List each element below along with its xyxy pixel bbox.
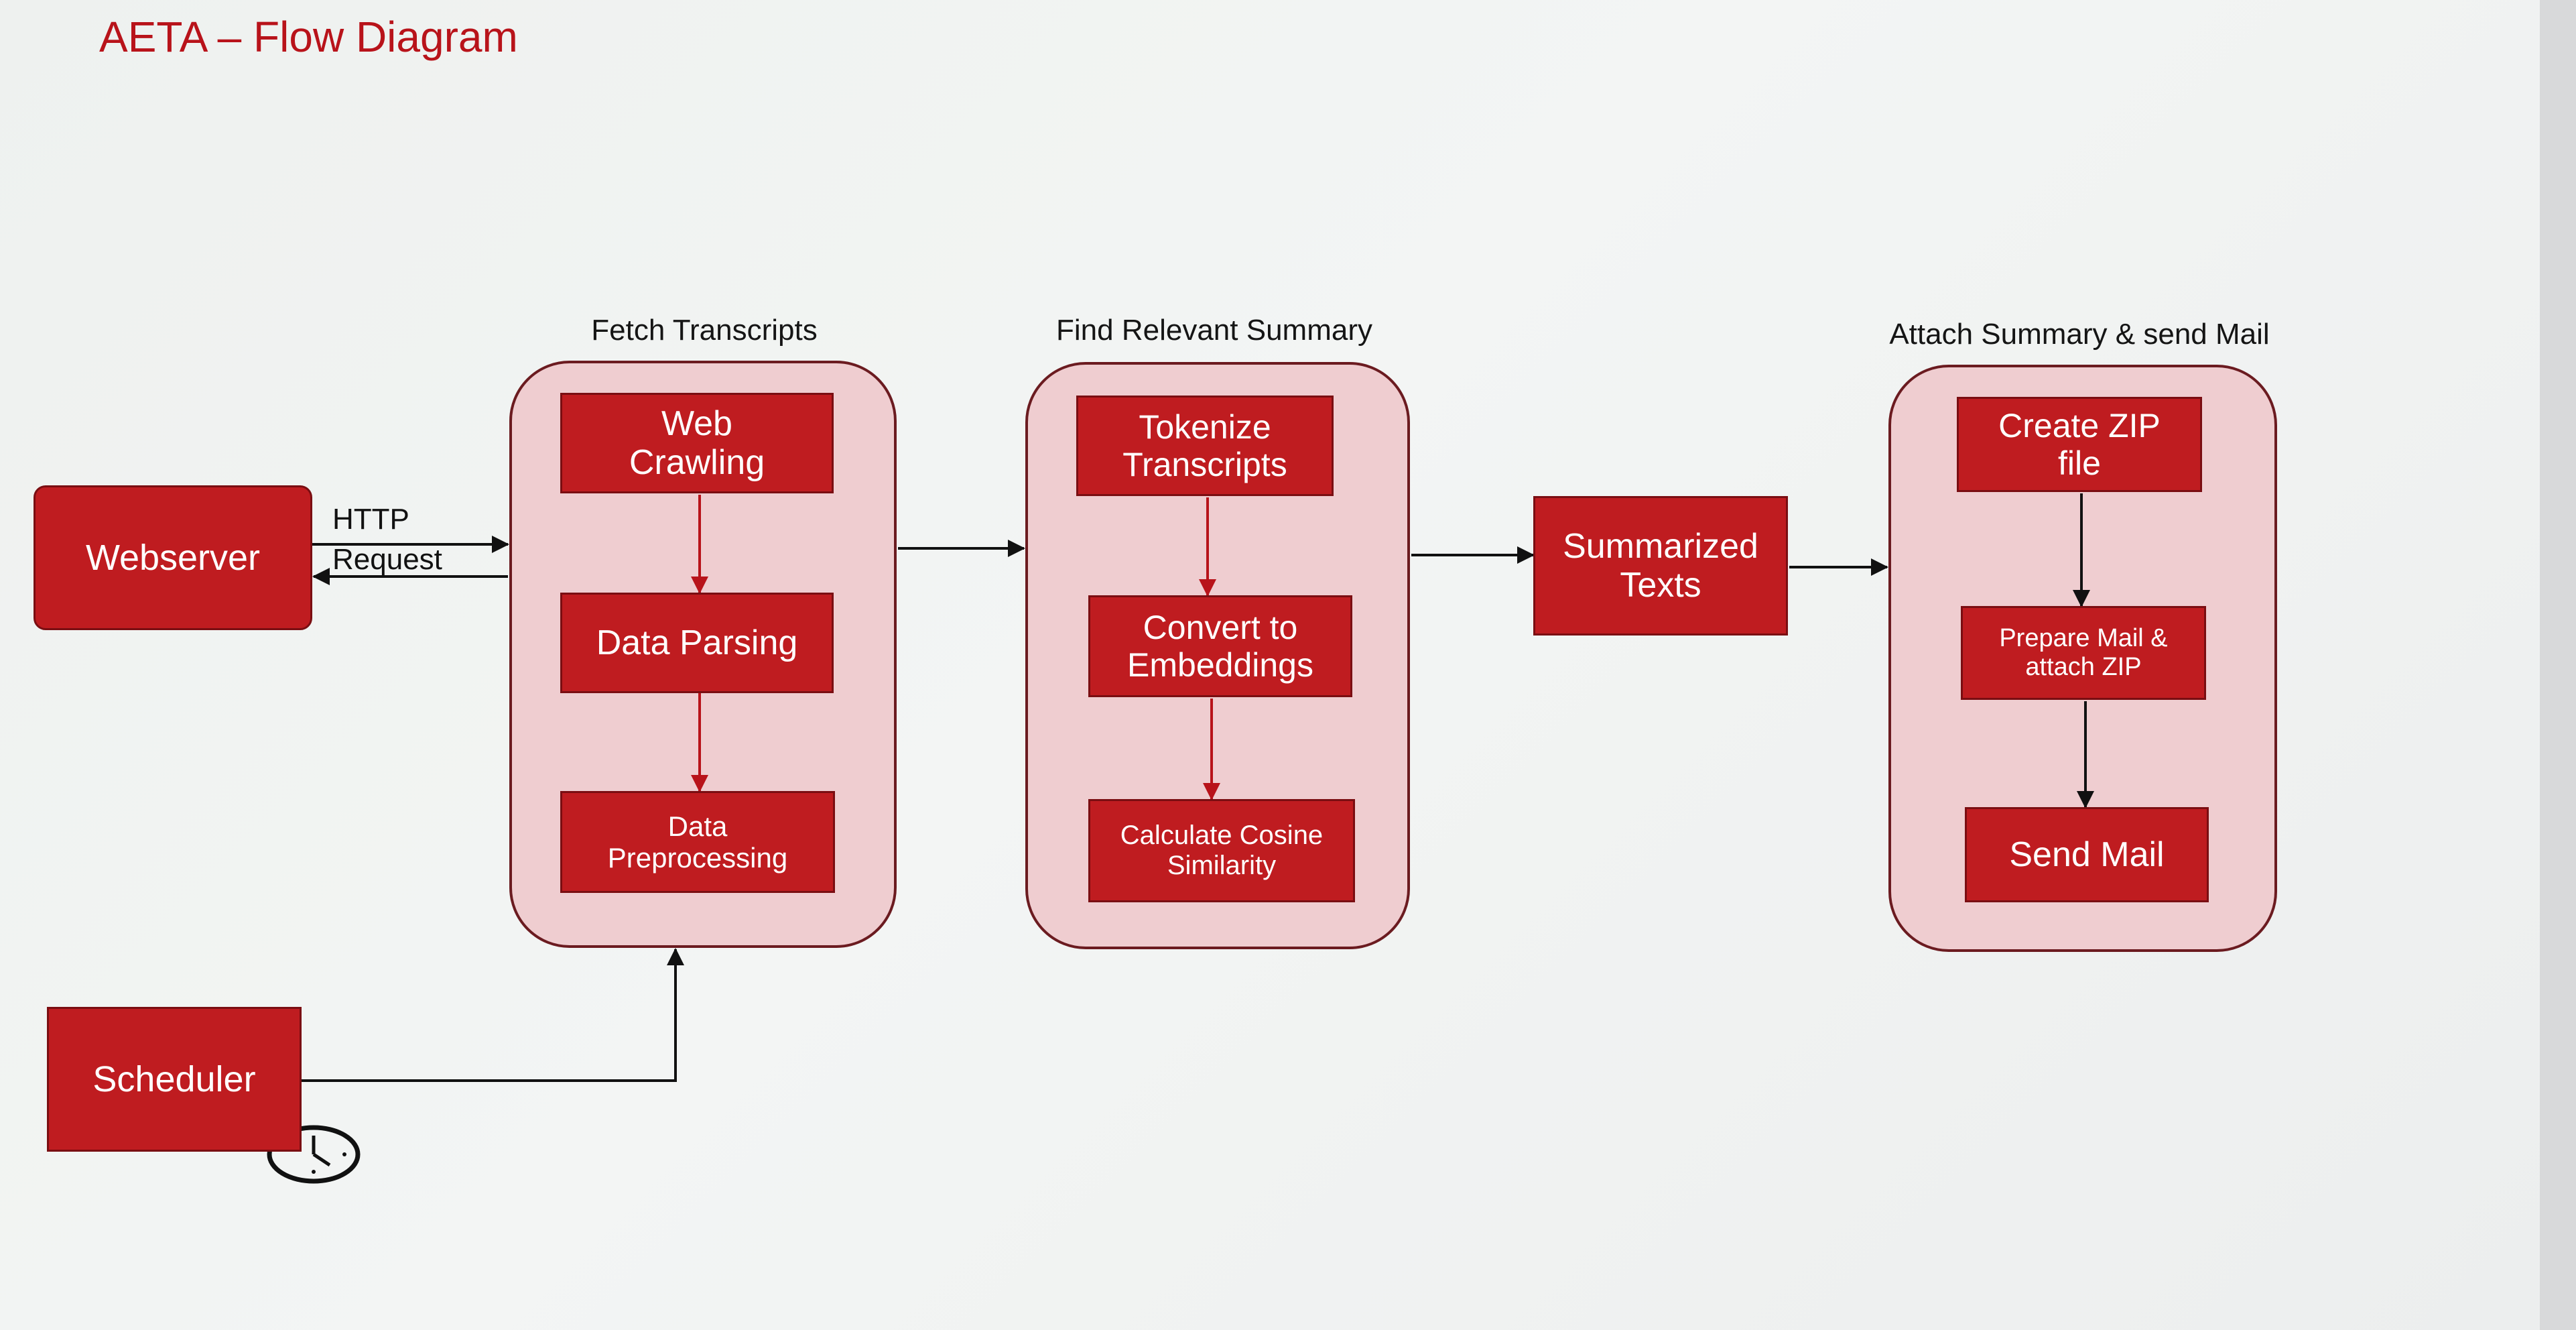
- node-data-parsing-label: Data Parsing: [596, 623, 798, 662]
- node-prepare-mail-attach-zip[interactable]: Prepare Mail &attach ZIP: [1961, 606, 2206, 700]
- arrow-scheduler-to-fetch: [302, 948, 684, 1082]
- node-send-mail[interactable]: Send Mail: [1965, 807, 2209, 902]
- slide-edge: [2540, 0, 2576, 1330]
- clock-icon: [267, 1125, 361, 1184]
- node-webserver-label: Webserver: [85, 537, 261, 578]
- edge-label-http: HTTP: [332, 503, 409, 536]
- node-scheduler[interactable]: Scheduler: [47, 1007, 302, 1152]
- node-data-parsing[interactable]: Data Parsing: [560, 593, 834, 693]
- edge-label-request: Request: [332, 543, 442, 576]
- page-title: AETA – Flow Diagram: [99, 13, 518, 61]
- node-prepare-mail-attach-zip-label: Prepare Mail &attach ZIP: [1999, 624, 2168, 681]
- node-scheduler-label: Scheduler: [92, 1059, 256, 1099]
- group-label-fetch-transcripts: Fetch Transcripts: [591, 314, 818, 347]
- node-webserver[interactable]: Webserver: [34, 485, 312, 630]
- group-label-find-relevant-summary: Find Relevant Summary: [1056, 314, 1372, 347]
- node-send-mail-label: Send Mail: [2009, 835, 2165, 874]
- group-label-attach-summary-send-mail: Attach Summary & send Mail: [1889, 318, 2270, 351]
